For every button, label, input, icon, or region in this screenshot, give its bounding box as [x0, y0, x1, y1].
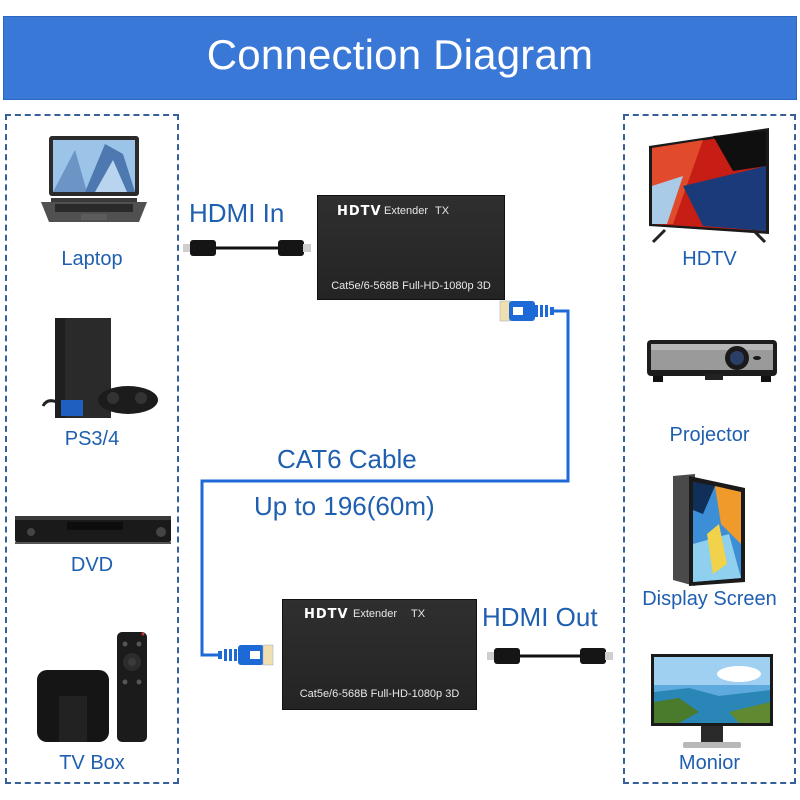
display-devices-panel: HDTV Projector Display Screen: [623, 114, 796, 784]
rj45-connector-top-icon: [499, 300, 554, 322]
device-label-hdtv: HDTV: [682, 248, 737, 270]
tablet-icon: [669, 474, 749, 586]
page-title: Connection Diagram: [206, 31, 594, 78]
laptop-icon: [35, 130, 153, 240]
game-console-icon: [33, 314, 163, 424]
device-label-dvd: DVD: [70, 554, 114, 576]
extender-type: TX: [435, 205, 450, 217]
dvd-player-icon: [13, 512, 173, 548]
hdmi-out-label: HDMI Out: [482, 602, 598, 632]
device-label-laptop: Laptop: [61, 248, 123, 270]
hdmi-out-cable-icon: [487, 648, 613, 664]
cat6-cable-line: [200, 309, 570, 657]
extender-spec: Cat5e/6-568B Full-HD-1080p 3D: [299, 688, 460, 700]
extender-spec: Cat5e/6-568B Full-HD-1080p 3D: [331, 280, 491, 292]
extender-brand: HDTV: [337, 204, 382, 219]
extender-brand: HDTV: [304, 607, 349, 622]
tv-box-icon: [35, 630, 157, 742]
tv-icon: [643, 126, 773, 246]
extender-model: Extender: [384, 205, 429, 217]
source-devices-panel: Laptop PS3/4 DVD: [5, 114, 179, 784]
extender-model: Extender: [353, 608, 398, 620]
projector-icon: [645, 334, 781, 384]
extender-type: TX: [411, 608, 426, 620]
rj45-connector-bottom-icon: [218, 644, 274, 666]
device-label-ps: PS3/4: [64, 428, 120, 450]
hdmi-in-label: HDMI In: [189, 198, 285, 228]
device-label-projector: Projector: [669, 424, 750, 446]
device-label-tv-box: TV Box: [59, 752, 125, 774]
cable-range-label: Up to 196(60m): [254, 491, 435, 521]
device-label-display-screen: Display Screen: [642, 588, 777, 610]
cable-name-label: CAT6 Cable: [277, 444, 417, 474]
device-label-monitor: Monior: [678, 752, 741, 774]
header-banner: Connection Diagram: [3, 16, 797, 100]
extender-receiver: HDTV Extender TX Cat5e/6-568B Full-HD-10…: [282, 599, 477, 710]
monitor-icon: [649, 652, 775, 750]
hdmi-in-cable-icon: [183, 240, 311, 256]
extender-transmitter: HDTV Extender TX Cat5e/6-568B Full-HD-10…: [317, 195, 505, 300]
